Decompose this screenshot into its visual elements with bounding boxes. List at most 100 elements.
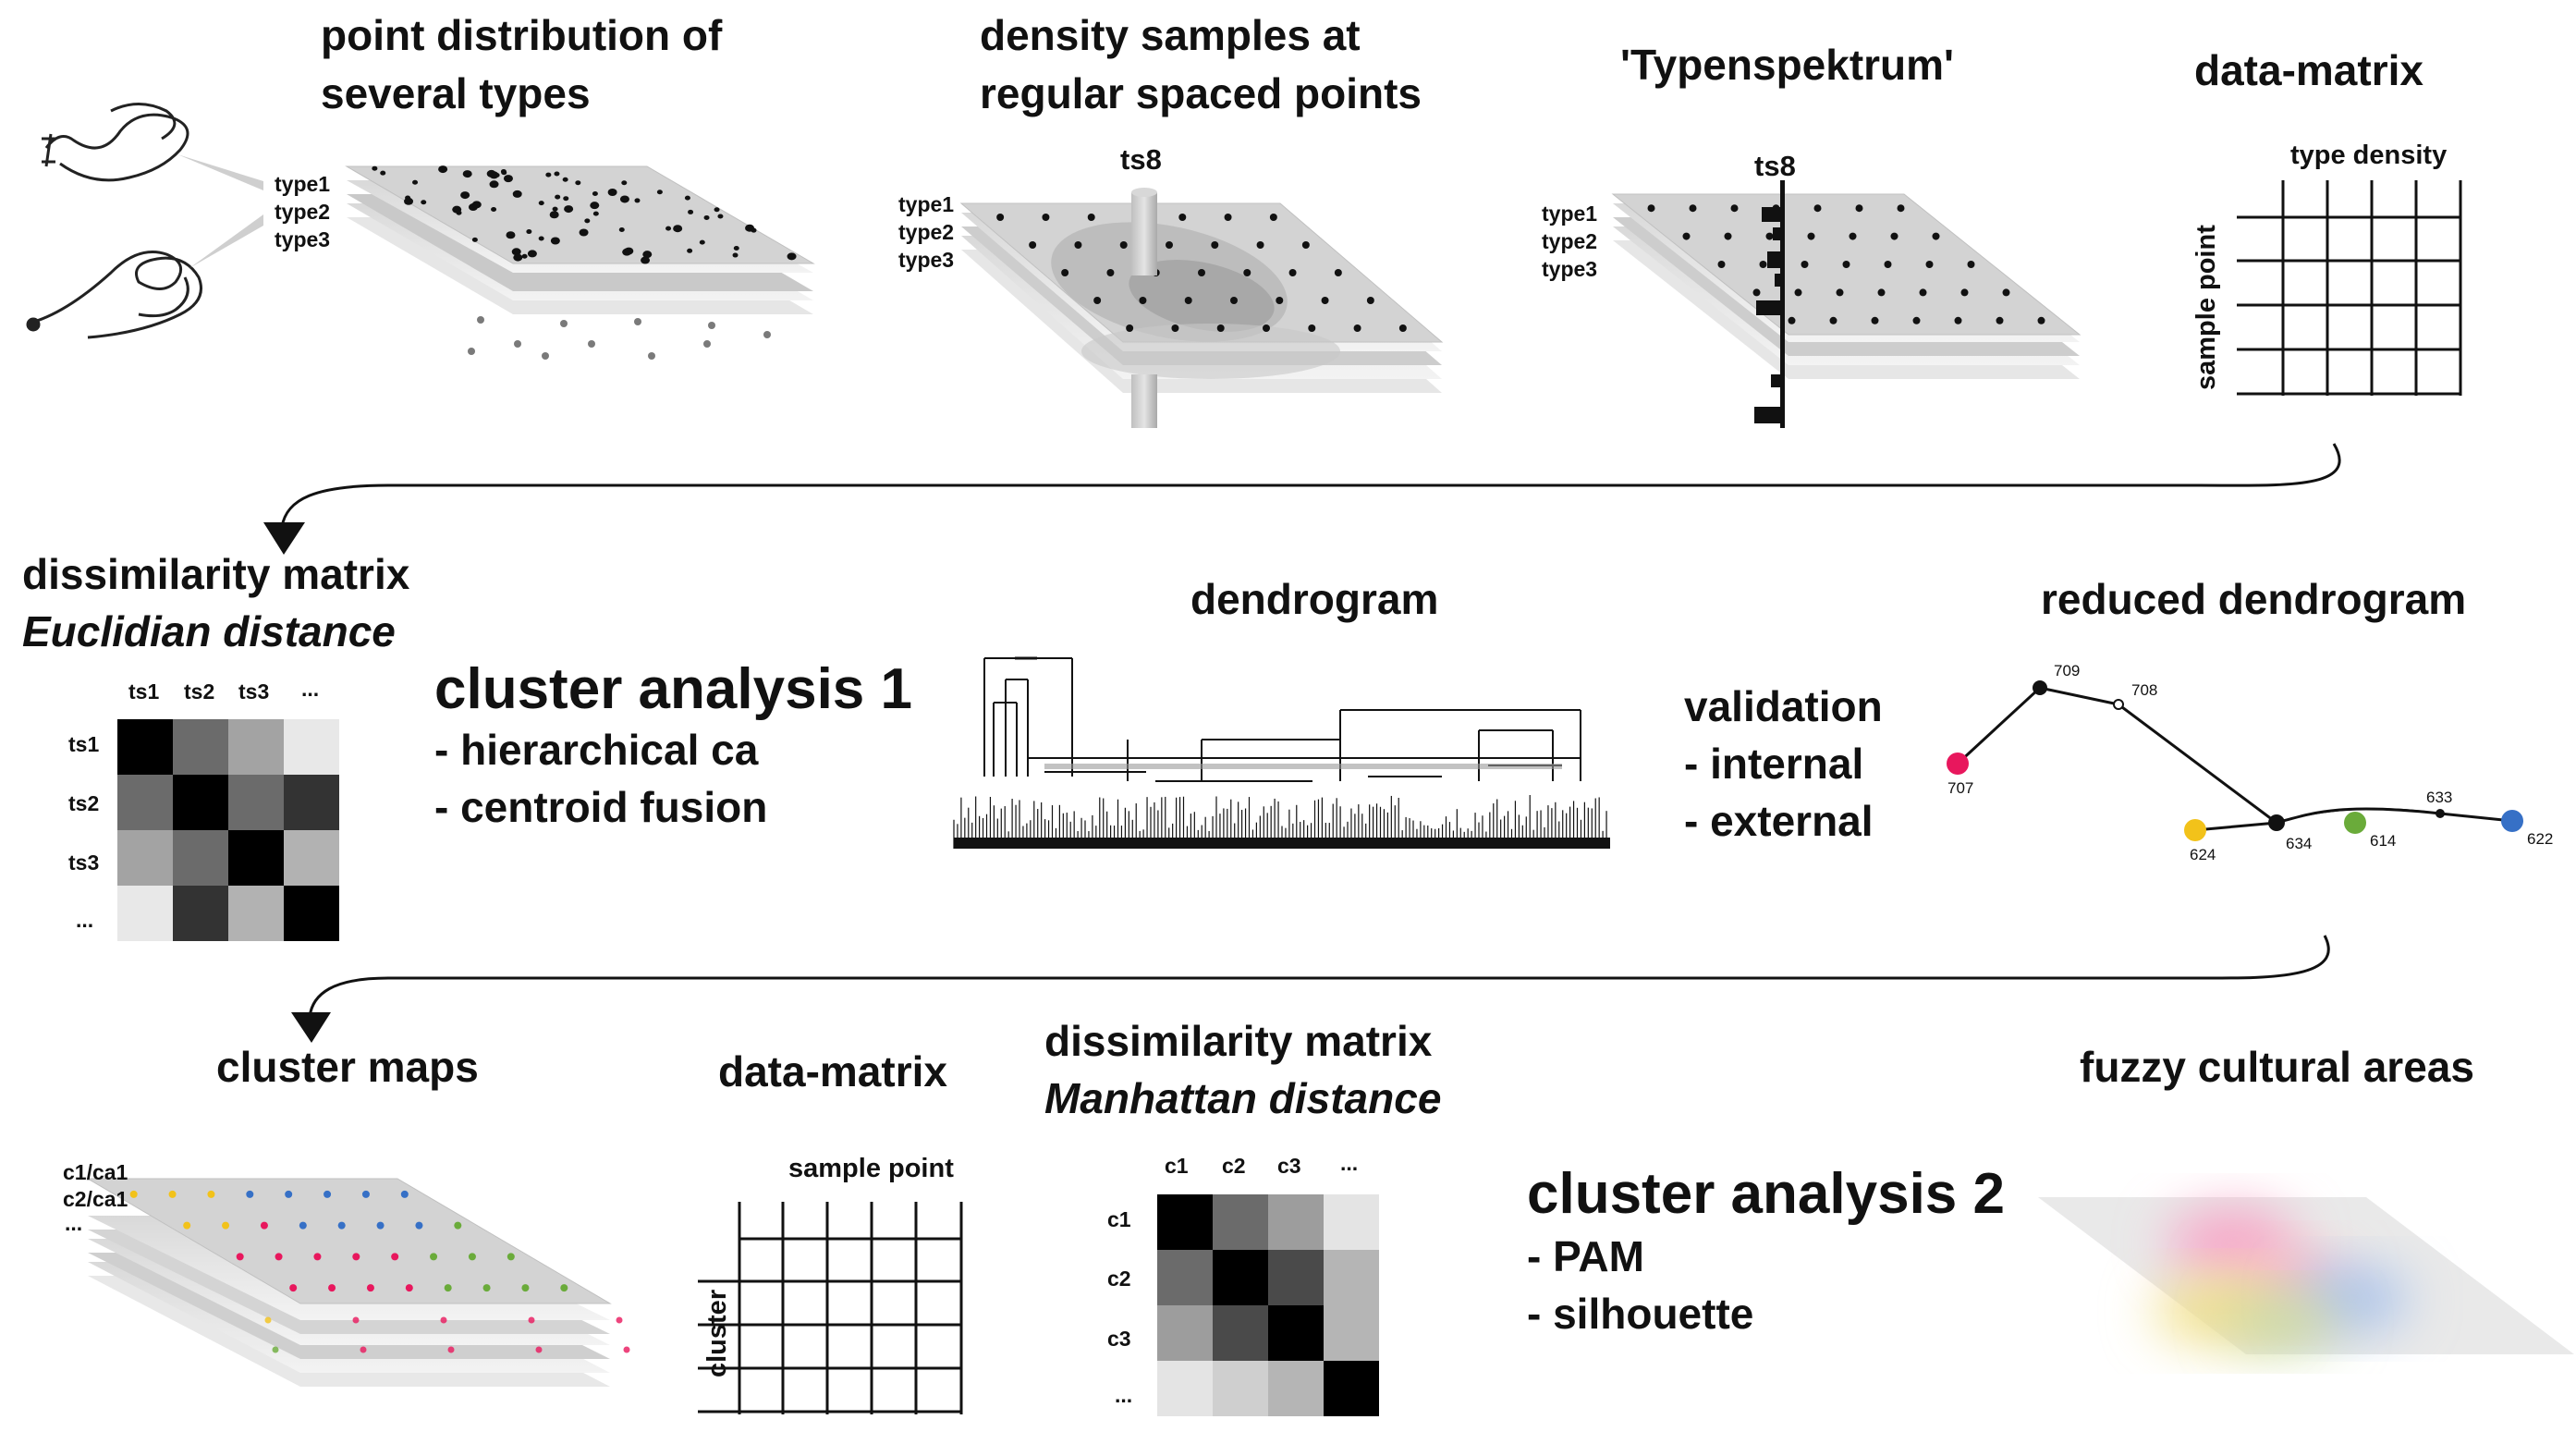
sample-dot [1087, 214, 1095, 221]
type-point [622, 248, 632, 256]
sample-dot [1730, 204, 1739, 213]
euclidian-matrix-cell [117, 830, 173, 886]
dendrogram-tree [953, 656, 1610, 849]
cluster-dot [535, 1346, 543, 1353]
node-label-624: 624 [2190, 846, 2216, 863]
sample-dot [1842, 261, 1850, 268]
node-label-708: 708 [2131, 681, 2158, 699]
type-point [513, 253, 523, 262]
manhattan-matrix-cell [1324, 1194, 1379, 1250]
sample-dot [1807, 232, 1815, 240]
m1-col-label-2: ts2 [184, 679, 215, 704]
euclidian-matrix-cell [228, 775, 284, 830]
sample-dot [1353, 324, 1361, 332]
sample-dot [1398, 324, 1407, 332]
sample-dot [1029, 241, 1037, 249]
sample-dot [2002, 288, 2010, 297]
type-point [486, 169, 496, 177]
m1-row-label-4: ... [76, 908, 94, 932]
euclidian-matrix-cell [117, 719, 173, 775]
sample-dot [1897, 204, 1905, 213]
sample-dot [1308, 324, 1316, 332]
sample-dot [1855, 204, 1863, 213]
cluster-maps-title: cluster maps [216, 1043, 479, 1091]
data-matrix-title: data-matrix [2194, 46, 2423, 94]
cluster-dot [129, 1190, 138, 1198]
type-point [512, 190, 522, 198]
validation-item-2: - external [1684, 797, 1874, 845]
sample-dot [1801, 261, 1809, 268]
cluster-dot [447, 1346, 455, 1353]
pd-layer-label-3: type3 [275, 227, 331, 251]
sample-dot [1871, 316, 1879, 324]
manhattan-matrix-cell [1213, 1305, 1268, 1361]
type-point [717, 214, 724, 219]
type-spectrum-bars [1754, 180, 1785, 428]
manhattan-matrix-cell [1157, 1250, 1213, 1305]
manhattan-matrix-cell [1213, 1194, 1268, 1250]
cluster-analysis-2-title: cluster analysis 2 [1527, 1162, 2005, 1226]
m1-col-label-1: ts1 [128, 679, 160, 704]
euclidian-matrix-cell [173, 830, 228, 886]
sample-dot [1813, 204, 1822, 213]
cluster-map-plates [86, 1178, 612, 1387]
m2-row-label-1: c1 [1107, 1207, 1131, 1231]
euclidian-title-1: dissimilarity matrix [22, 550, 410, 598]
type-point [521, 253, 528, 259]
validation-item-1: - internal [1684, 740, 1864, 788]
type-point [438, 165, 448, 174]
sample-dot [1243, 269, 1251, 276]
type-point [592, 211, 599, 216]
m1-row-label-2: ts2 [68, 791, 100, 815]
type-point [684, 195, 690, 201]
connector-arrow-2 [308, 935, 2330, 1018]
sample-dot [1288, 269, 1297, 276]
sample-dot [1216, 324, 1225, 332]
cluster-dot [400, 1190, 409, 1198]
type-point [590, 202, 600, 210]
sample-dot [1106, 269, 1115, 276]
sample-dot [1263, 324, 1270, 332]
node-label-622: 622 [2527, 830, 2554, 848]
type-point [555, 194, 561, 200]
cluster-dot [440, 1316, 447, 1324]
manhattan-matrix-cell [1268, 1361, 1324, 1416]
cluster-row-label: cluster [702, 1289, 732, 1377]
cluster-dot [168, 1190, 177, 1198]
sample-dot [1954, 316, 1962, 324]
pd-layer-label-1: type1 [275, 172, 331, 196]
type-point [641, 256, 651, 264]
type-point [380, 170, 386, 176]
cm-layer-label-2: c2/ca1 [63, 1187, 128, 1211]
fuzzy-area-plate [2038, 1197, 2574, 1354]
sample-dot [1836, 288, 1844, 297]
cluster-dot [324, 1190, 332, 1198]
cluster-dot [454, 1221, 462, 1230]
euclidian-matrix-cell [228, 830, 284, 886]
manhattan-matrix-cell [1157, 1305, 1213, 1361]
type-point [584, 218, 591, 224]
ds-layer-label-1: type1 [898, 192, 955, 216]
type-point [538, 236, 544, 241]
manhattan-matrix-cell [1213, 1361, 1268, 1416]
reduced-dendrogram-title: reduced dendrogram [2041, 575, 2467, 623]
sample-dot [1689, 204, 1697, 213]
type-point [549, 211, 559, 219]
cluster-map-dots [129, 1190, 630, 1353]
sample-dot [1919, 288, 1927, 297]
type3-dots [468, 316, 771, 360]
cluster-sample-grid [698, 1202, 963, 1414]
type-point [554, 171, 560, 177]
euclidian-matrix-cell [228, 719, 284, 775]
node-label-633: 633 [2426, 789, 2453, 806]
cluster-dot [260, 1221, 268, 1230]
cluster-dot [222, 1221, 230, 1230]
cluster-dot [430, 1253, 438, 1261]
typenspektrum-dots [1647, 204, 2045, 324]
sample-dot [1171, 324, 1179, 332]
sample-dot [1884, 261, 1892, 268]
cluster-dot [352, 1316, 360, 1324]
cluster-dot [405, 1284, 413, 1292]
typenspektrum-plates [1611, 193, 2082, 379]
m2-row-label-4: ... [1115, 1383, 1133, 1407]
